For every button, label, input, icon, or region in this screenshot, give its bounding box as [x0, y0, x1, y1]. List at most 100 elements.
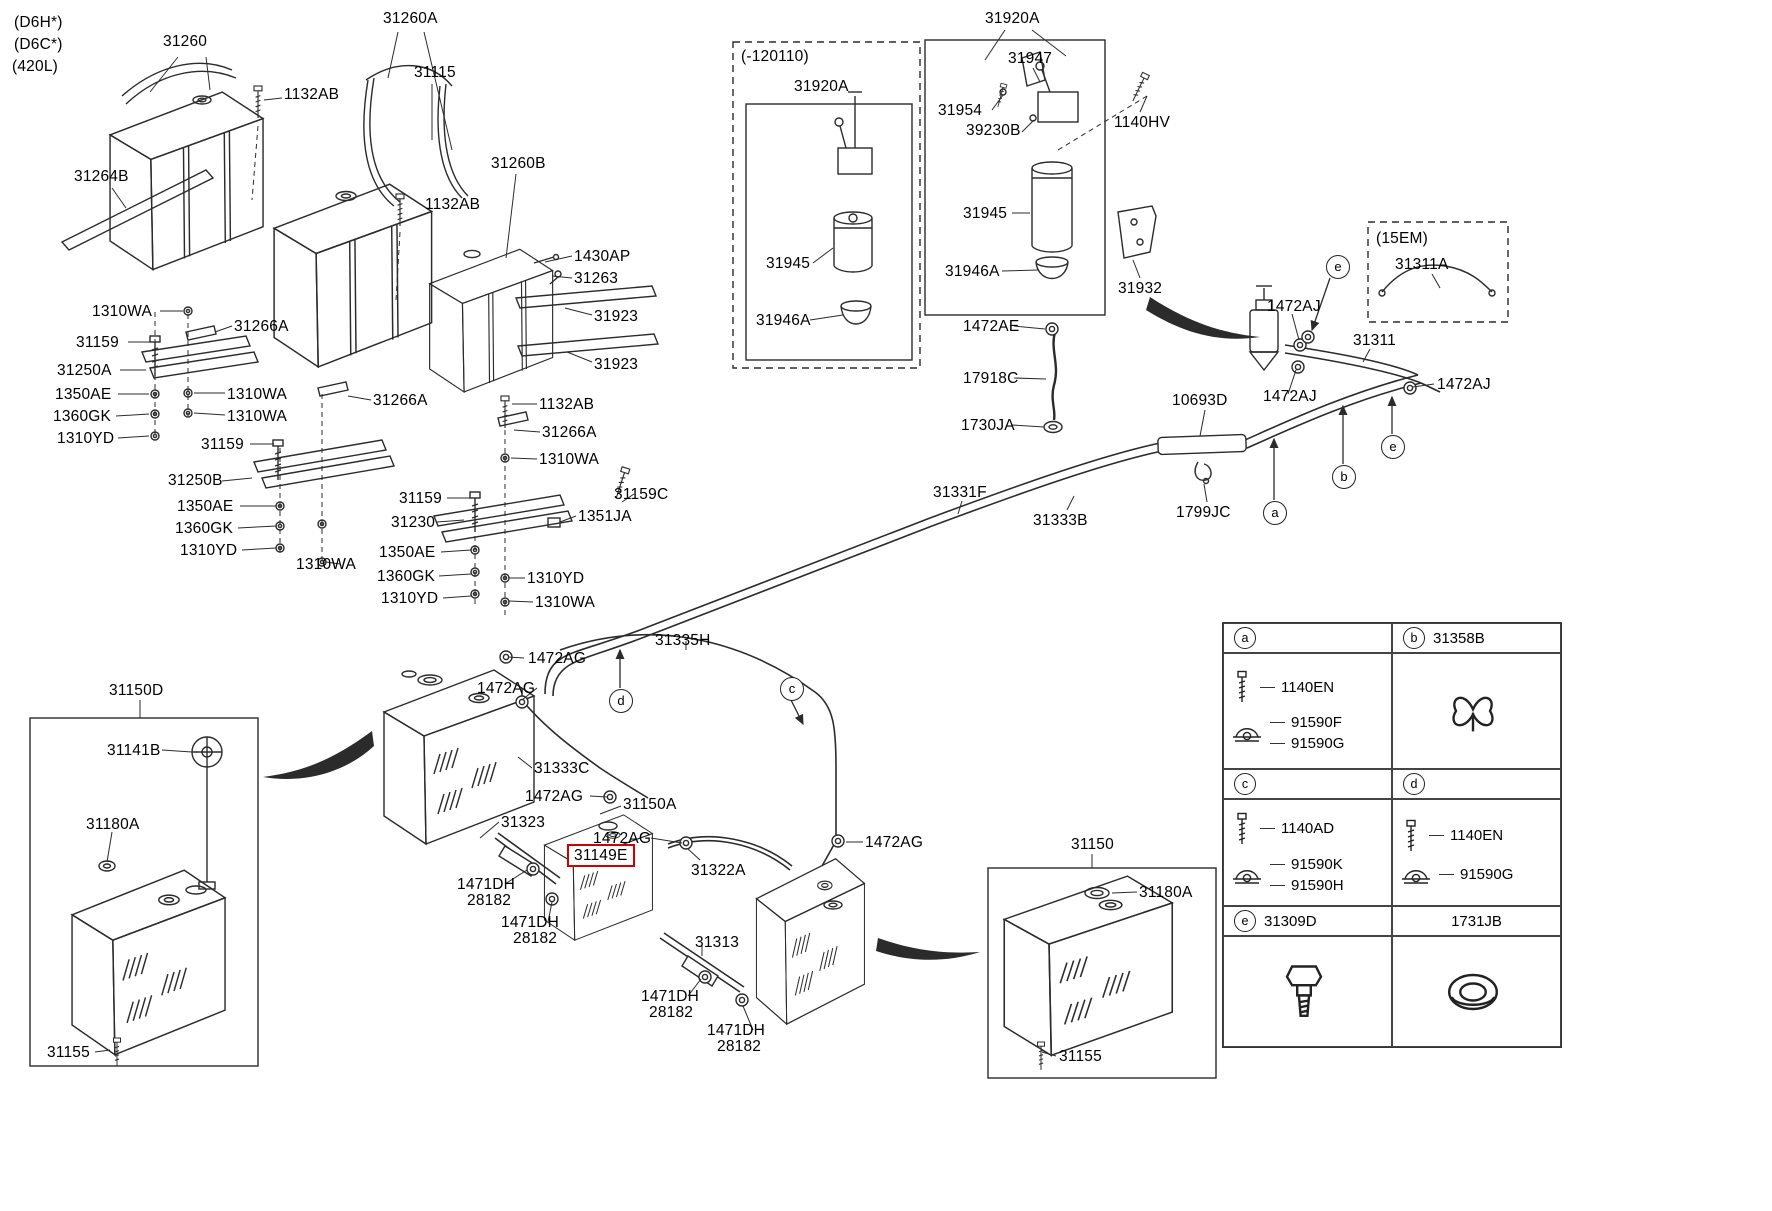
part-label-31945: 31945	[963, 205, 1008, 222]
legend-part-number: 1140AD	[1260, 820, 1334, 837]
part-label-31266a: 31266A	[234, 318, 289, 335]
part-label-31335h: 31335H	[655, 632, 711, 649]
part-label-1132ab: 1132AB	[539, 396, 595, 413]
legend-part: 91590G	[1401, 863, 1513, 887]
callout-circle-a: a	[1263, 501, 1287, 525]
part-label-d6c: (D6C*)	[14, 36, 63, 53]
tank-straps-and-rails	[60, 62, 659, 543]
dashed-box-15em	[1367, 221, 1509, 323]
part-label-1471dh: 1471DH	[501, 914, 560, 931]
legend-part: 1140EN	[1401, 819, 1503, 853]
part-label-31920a: 31920A	[794, 78, 849, 95]
bolt-icon	[1406, 819, 1416, 851]
part-label-1472ag: 1472AG	[528, 650, 587, 667]
callout-circle-d: d	[609, 689, 633, 713]
legend-part	[1285, 964, 1325, 1017]
part-label-1472ag: 1472AG	[477, 680, 536, 697]
part-label-39230b: 39230B	[966, 122, 1021, 139]
part-label-1471dh: 1471DH	[707, 1022, 766, 1039]
part-label-28182: 28182	[717, 1038, 762, 1055]
part-label-1471dh: 1471DH	[641, 988, 700, 1005]
legend-part-number: 91590G	[1270, 735, 1344, 752]
part-label-31264b: 31264B	[74, 168, 129, 185]
part-label-31311: 31311	[1353, 332, 1396, 349]
part-label-31150d: 31150D	[109, 682, 164, 699]
legend-cell	[1223, 936, 1392, 1047]
part-label-31946a: 31946A	[756, 312, 811, 329]
part-label-31159: 31159	[76, 334, 119, 351]
alignment-dashes	[154, 95, 1148, 616]
part-label-1472ae: 1472AE	[963, 318, 1020, 335]
part-label-420l: (420L)	[12, 58, 59, 75]
part-label-1310yd: 1310YD	[381, 590, 439, 607]
legend-part-number: 1140EN	[1429, 827, 1503, 844]
part-label-31920a: 31920A	[985, 10, 1040, 27]
part-label-31260: 31260	[163, 33, 208, 50]
wire-1799jc	[1194, 461, 1212, 485]
legend-header: a	[1223, 623, 1392, 653]
part-label-1310wa: 1310WA	[535, 594, 596, 611]
part-label-31250a: 31250A	[57, 362, 112, 379]
part-label-31266a: 31266A	[542, 424, 597, 441]
part-label-31313: 31313	[695, 934, 740, 951]
part-label-31149e[interactable]: 31149E	[567, 844, 635, 868]
bolt-icon	[1237, 812, 1247, 844]
legend-header: c	[1223, 769, 1392, 799]
legend-cell: 1140EN 91590G	[1392, 799, 1561, 906]
part-label-31311a: 31311A	[1395, 256, 1449, 273]
bolt-icon	[1237, 670, 1247, 702]
part-label-31150a: 31150A	[623, 796, 677, 813]
callout-arrows	[615, 277, 1397, 726]
legend-header: 1731JB	[1392, 906, 1561, 936]
part-label-28182: 28182	[649, 1004, 694, 1021]
part-label-31159: 31159	[201, 436, 244, 453]
callout-circle-e: e	[1326, 255, 1350, 279]
part-label-31945: 31945	[766, 255, 811, 272]
legend-part-number: 91590F	[1270, 714, 1344, 731]
part-label-31230: 31230	[391, 514, 436, 531]
part-label-31322a: 31322A	[691, 862, 746, 879]
sedimenter-assembly	[1248, 285, 1280, 372]
part-label-31180a: 31180A	[1139, 884, 1193, 901]
part-label-d6h: (D6H*)	[14, 14, 63, 31]
plug-icon	[1285, 964, 1322, 1017]
part-label-15em: (15EM)	[1376, 230, 1429, 247]
part-label-31947: 31947	[1008, 50, 1053, 67]
part-label-1430ap: 1430AP	[574, 248, 631, 265]
legend-callout-d: d	[1403, 773, 1425, 795]
hardware-fasteners	[113, 71, 1150, 1071]
part-label-1310yd: 1310YD	[57, 430, 115, 447]
leader-lines	[94, 29, 1441, 1057]
part-label-1310wa: 1310WA	[227, 408, 288, 425]
legend-part-number: 1731JB	[1451, 912, 1502, 930]
part-label-31250b: 31250B	[168, 472, 223, 489]
part-label-31263: 31263	[574, 270, 619, 287]
part-label-1132ab: 1132AB	[284, 86, 340, 103]
part-label-1472ag: 1472AG	[865, 834, 924, 851]
part-label-31155: 31155	[1059, 1048, 1102, 1065]
clamp-icon	[1233, 728, 1261, 742]
part-label-1140hv: 1140HV	[1114, 114, 1171, 131]
part-label-1351ja: 1351JA	[578, 508, 632, 525]
part-label-31954: 31954	[938, 102, 983, 119]
part-label-31260a: 31260A	[383, 10, 438, 27]
part-label-31155: 31155	[47, 1044, 90, 1061]
legend-part	[1447, 973, 1499, 1010]
legend-part	[1451, 696, 1498, 732]
part-label-1730ja: 1730JA	[961, 417, 1015, 434]
callout-circle-c: c	[780, 677, 804, 701]
part-label-31923: 31923	[594, 308, 639, 325]
part-label-1350ae: 1350AE	[177, 498, 234, 515]
callout-circle-b: b	[1332, 465, 1356, 489]
part-label-17918c: 17918C	[963, 370, 1019, 387]
part-label-1310wa: 1310WA	[539, 451, 600, 468]
legend-part-number: 91590K	[1270, 856, 1344, 873]
part-label-1360gk: 1360GK	[377, 568, 436, 585]
part-label-31333b: 31333B	[1033, 512, 1088, 529]
